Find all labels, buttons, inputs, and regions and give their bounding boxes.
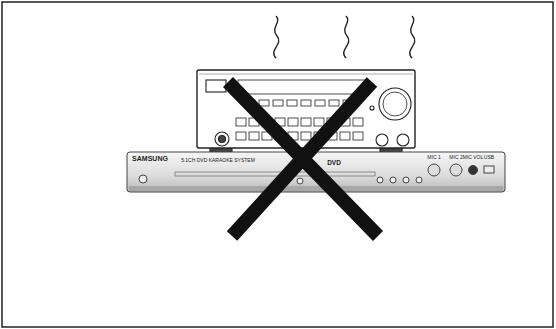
brand-name: SAMSUNG <box>132 155 168 162</box>
dvd-logo: DVD <box>327 160 341 167</box>
jack-label: MIC 1 <box>427 155 440 160</box>
model-text: 5.1CH DVD KARAOKE SYSTEM <box>181 158 255 163</box>
jack-label: MIC 2 <box>449 155 462 160</box>
knob-label: MIC VOL <box>463 155 484 160</box>
port-label: USB <box>484 155 494 160</box>
heat-waves <box>274 16 415 58</box>
frame <box>2 2 553 327</box>
